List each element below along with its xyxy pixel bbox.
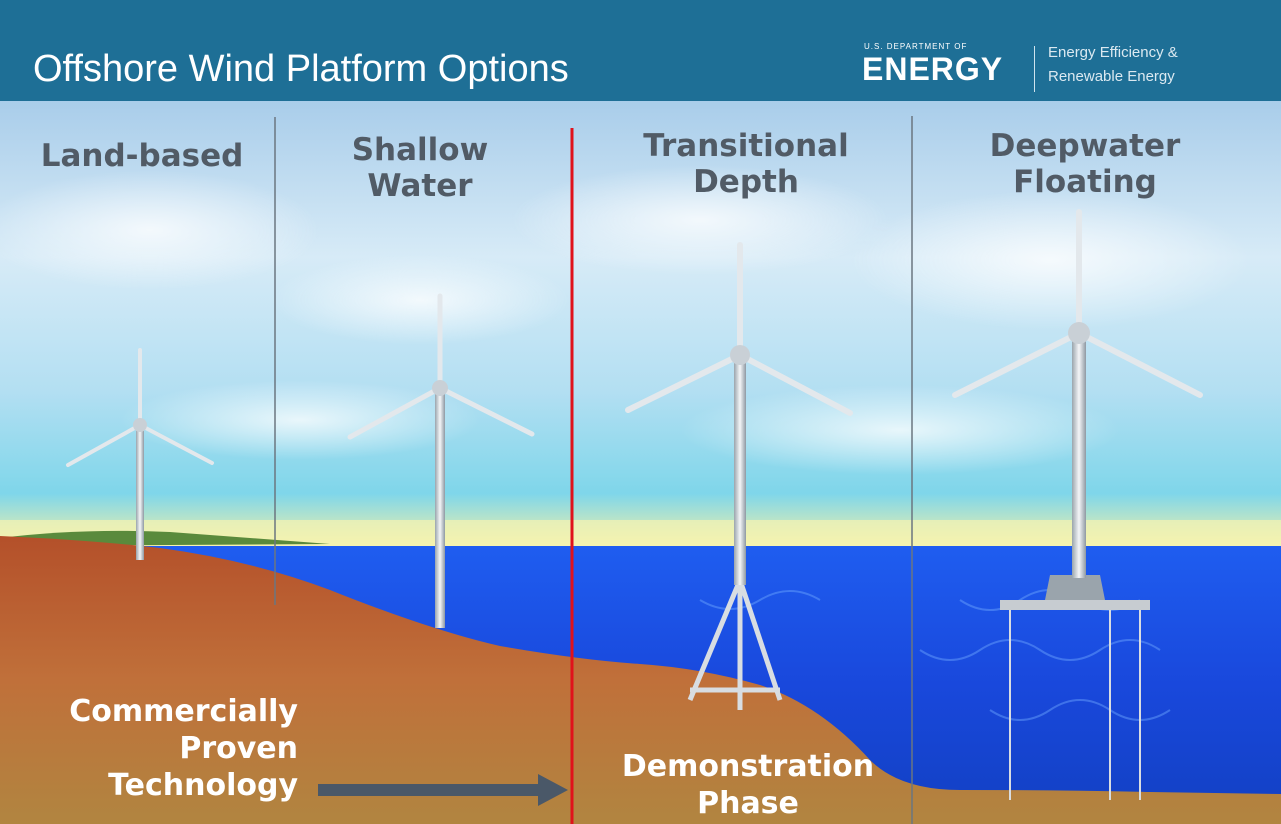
- turbine-deepwater: [952, 209, 1203, 578]
- logo-divider: [1034, 46, 1035, 92]
- doe-logo-small-text: U.S. DEPARTMENT OF: [864, 42, 968, 51]
- label-demonstration-phase: Demonstration Phase: [621, 749, 875, 821]
- label-shallow-water: Shallow Water: [351, 132, 489, 204]
- jacket-foundation: [687, 579, 783, 710]
- turbine-shallow: [347, 293, 535, 628]
- floating-platform: [1000, 575, 1150, 800]
- turbine-land: [66, 348, 214, 560]
- label-deepwater-floating: Deepwater Floating: [989, 128, 1181, 200]
- label-transitional-depth: Transitional Depth: [643, 128, 849, 200]
- doe-logo: U.S. DEPARTMENT OF ENERGY Energy Efficie…: [862, 40, 1262, 98]
- header-bar: Offshore Wind Platform Options U.S. DEPA…: [0, 0, 1281, 101]
- clouds: [0, 165, 1250, 475]
- label-commercially-proven: Commercially Proven Technology: [69, 694, 298, 803]
- progress-arrow: [318, 774, 568, 806]
- slide-title: Offshore Wind Platform Options: [33, 48, 569, 90]
- doe-logo-energy-text: ENERGY: [862, 51, 1004, 87]
- eere-text-line2: Renewable Energy: [1048, 68, 1175, 85]
- label-land-based: Land-based: [40, 138, 244, 174]
- seabed: [0, 536, 1281, 824]
- turbine-transitional: [625, 242, 853, 585]
- eere-text-line1: Energy Efficiency &: [1048, 44, 1178, 61]
- wind-platform-illustration: [0, 101, 1281, 824]
